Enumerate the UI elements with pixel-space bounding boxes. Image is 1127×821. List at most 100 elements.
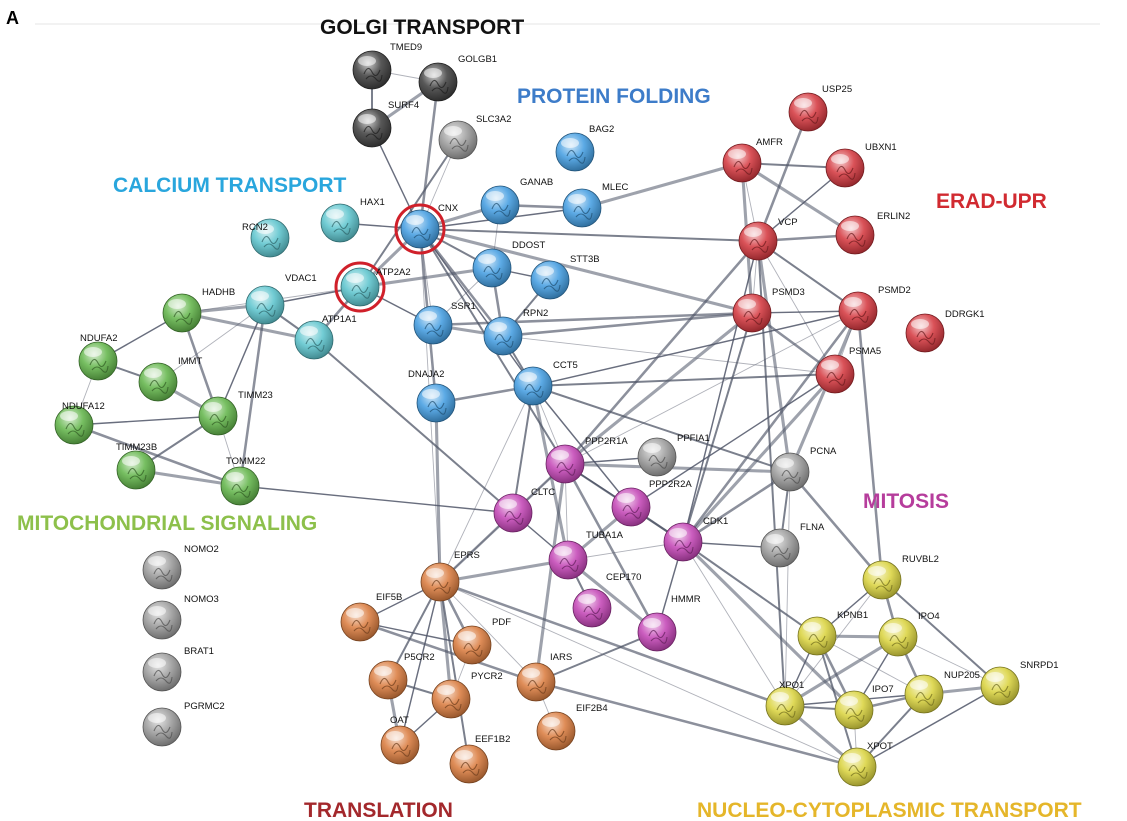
node-highlight	[84, 347, 102, 357]
node-highlight	[803, 622, 821, 632]
node-highlight	[840, 696, 858, 706]
node-xpo1[interactable]: XPO1	[765, 680, 805, 726]
node-highlight	[844, 297, 862, 307]
node-ddost[interactable]: DDOST	[472, 240, 545, 288]
node-hmmr[interactable]: HMMR	[637, 594, 701, 652]
node-rpn2[interactable]: RPN2	[483, 308, 548, 356]
node-psma5[interactable]: PSMA5	[815, 346, 881, 394]
node-eprs[interactable]: EPRS	[420, 550, 480, 602]
node-sphere	[548, 540, 588, 580]
edge-pcna-ruvbl2	[788, 470, 884, 582]
node-usp25[interactable]: USP25	[788, 84, 852, 132]
protein-structure-icon	[846, 232, 866, 247]
node-ipo4[interactable]: IPO4	[878, 611, 940, 657]
node-erlin2[interactable]: ERLIN2	[835, 211, 910, 255]
node-cnx[interactable]: CNX	[394, 203, 459, 255]
node-vdac1[interactable]: VDAC1	[245, 273, 317, 325]
node-sphere	[400, 209, 440, 249]
node-highlight	[424, 68, 442, 78]
node-label: OAT	[390, 715, 409, 726]
node-timm23[interactable]: TIMM23	[198, 390, 273, 436]
node-label: PSMD3	[772, 287, 805, 298]
node-highlight	[843, 753, 861, 763]
node-vcp[interactable]: VCP	[738, 217, 798, 261]
node-sphere	[980, 666, 1020, 706]
node-highlight	[519, 372, 537, 382]
edge-eprs-xpo1	[438, 580, 787, 708]
node-highlight	[300, 326, 318, 336]
node-xpot[interactable]: XPOT	[837, 741, 893, 787]
node-nomo2[interactable]: NOMO2	[142, 544, 219, 590]
node-hax1[interactable]: HAX1	[320, 197, 385, 243]
protein-structure-icon	[849, 308, 869, 323]
node-timm23b[interactable]: TIMM23B	[116, 442, 157, 490]
node-atp2a2[interactable]: ATP2A2	[334, 261, 411, 313]
node-nomo3[interactable]: NOMO3	[142, 594, 219, 640]
edge-eprs-tuba1a	[438, 558, 570, 584]
node-psmd3[interactable]: PSMD3	[732, 287, 805, 333]
node-pdf[interactable]: PDF	[452, 617, 511, 665]
node-stt3b[interactable]: STT3B	[530, 254, 600, 300]
node-tmed9[interactable]: TMED9	[352, 42, 422, 90]
node-atp1a1[interactable]: ATP1A1	[294, 314, 357, 360]
node-sphere	[420, 562, 460, 602]
node-p5cr2[interactable]: P5CR2	[368, 652, 435, 700]
node-pcna[interactable]: PCNA	[770, 446, 837, 492]
edge-kpnb1-nup205	[816, 635, 925, 695]
node-sphere	[637, 612, 677, 652]
node-label: TMED9	[390, 42, 422, 53]
node-ppfia1[interactable]: PPFIA1	[637, 433, 710, 477]
edge-pcna-psmd2	[788, 309, 860, 474]
node-flna[interactable]: FLNA	[760, 522, 825, 568]
node-label: MLEC	[602, 182, 629, 193]
node-cdk1[interactable]: CDK1	[663, 516, 728, 562]
node-slc3a2[interactable]: SLC3A2	[438, 114, 511, 160]
node-eef1b2[interactable]: EEF1B2	[449, 734, 510, 784]
node-ganab[interactable]: GANAB	[480, 177, 553, 225]
node-dnaja2[interactable]: DNAJA2	[408, 369, 456, 423]
node-ppp2r2a[interactable]: PPP2R2A	[611, 479, 692, 527]
node-amfr[interactable]: AMFR	[722, 137, 783, 183]
node-label: USP25	[822, 84, 852, 95]
node-sphere	[637, 437, 677, 477]
node-label: DNAJA2	[408, 369, 444, 380]
node-psmd2[interactable]: PSMD2	[838, 285, 911, 331]
node-nup205[interactable]: NUP205	[904, 670, 980, 714]
node-brat1[interactable]: BRAT1	[142, 646, 214, 692]
node-ssr1[interactable]: SSR1	[413, 301, 476, 345]
node-rcn2[interactable]: RCN2	[242, 218, 290, 258]
node-highlight	[144, 368, 162, 378]
node-eif2b4[interactable]: EIF2B4	[536, 703, 608, 751]
node-ndufa12[interactable]: NDUFA12	[54, 401, 105, 445]
node-oat[interactable]: OAT	[380, 715, 420, 765]
node-mlec[interactable]: MLEC	[562, 182, 629, 228]
node-surf4[interactable]: SURF4	[352, 100, 419, 148]
node-snrpd1[interactable]: SNRPD1	[980, 660, 1059, 706]
node-cltc[interactable]: CLTC	[493, 487, 555, 533]
edge-pcna-xpo1	[784, 471, 791, 707]
node-ndufa2[interactable]: NDUFA2	[78, 333, 117, 381]
node-golgb1[interactable]: GOLGB1	[418, 54, 497, 102]
node-tomm22[interactable]: TOMM22	[220, 456, 265, 506]
node-pgrmc2[interactable]: PGRMC2	[142, 701, 225, 747]
node-sphere	[220, 466, 260, 506]
node-kpnb1[interactable]: KPNB1	[797, 610, 868, 656]
node-ddrgk1[interactable]: DDRGK1	[905, 309, 985, 353]
node-hadhb[interactable]: HADHB	[162, 287, 235, 333]
node-ubxn1[interactable]: UBXN1	[825, 142, 897, 188]
node-sphere	[760, 528, 800, 568]
node-ppp2r1a[interactable]: PPP2R1A	[545, 436, 628, 484]
node-tuba1a[interactable]: TUBA1A	[548, 530, 624, 580]
node-pycr2[interactable]: PYCR2	[431, 671, 503, 719]
node-ipo7[interactable]: IPO7	[834, 684, 894, 730]
node-iars[interactable]: IARS	[516, 652, 572, 702]
node-immt[interactable]: IMMT	[138, 356, 202, 402]
node-highlight	[561, 138, 579, 148]
node-bag2[interactable]: BAG2	[555, 124, 614, 172]
node-eif5b[interactable]: EIF5B	[340, 592, 402, 642]
node-ruvbl2[interactable]: RUVBL2	[862, 554, 939, 600]
node-label: SSR1	[451, 301, 476, 312]
node-cct5[interactable]: CCT5	[513, 360, 578, 406]
node-cep170[interactable]: CEP170	[572, 572, 641, 628]
edge-tuba1a-cdk1	[567, 541, 684, 561]
